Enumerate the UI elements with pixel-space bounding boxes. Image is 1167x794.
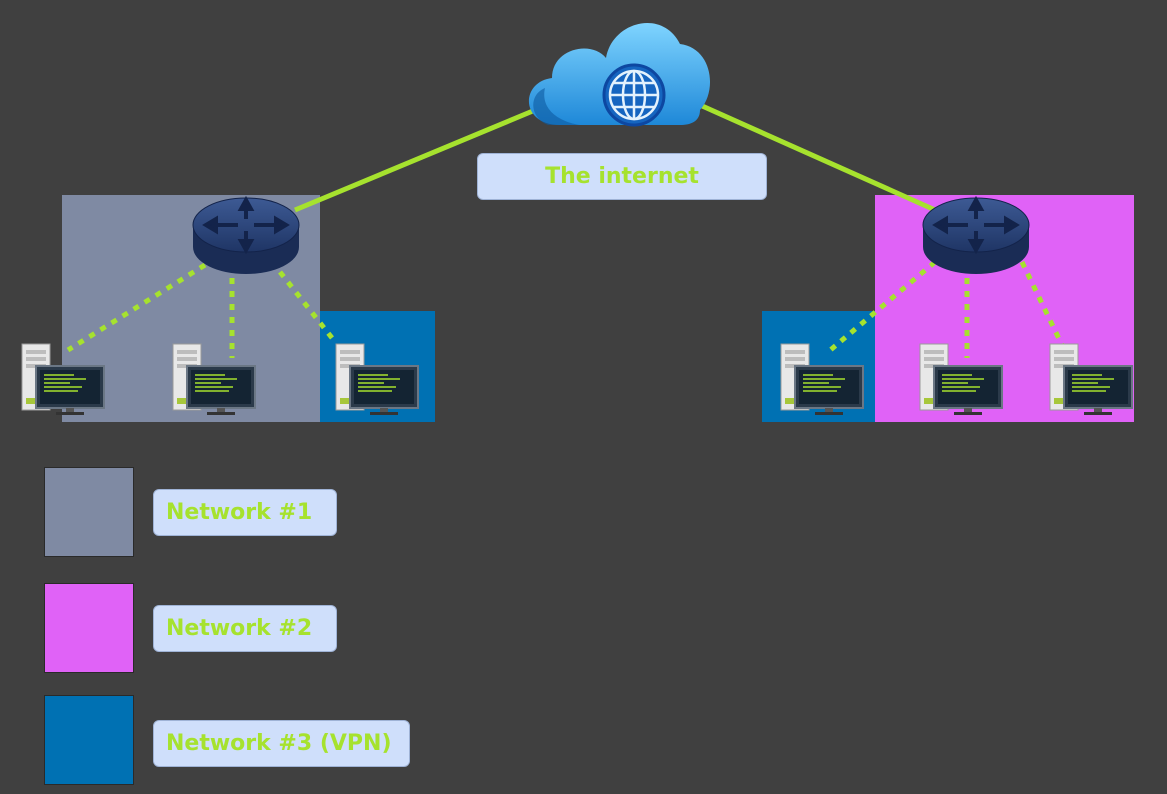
legend-swatch-network-1: [44, 467, 134, 557]
legend-label-network-3: Network #3 (VPN): [153, 720, 410, 767]
internet-link-right: [698, 102, 937, 213]
lan-links-right: [826, 260, 1065, 358]
router-icon: [921, 196, 1031, 276]
legend-swatch-network-2: [44, 583, 134, 673]
legend-swatch-network-3: [44, 695, 134, 785]
internet-link-left: [294, 105, 541, 213]
internet-label: The internet: [477, 153, 767, 200]
legend-label-network-1: Network #1: [153, 489, 337, 536]
router-icon: [191, 196, 301, 276]
cloud-globe-icon: [528, 23, 711, 127]
legend-label-network-2: Network #2: [153, 605, 337, 652]
lan-links-left: [66, 262, 338, 358]
internet-label-text: The internet: [545, 164, 699, 189]
